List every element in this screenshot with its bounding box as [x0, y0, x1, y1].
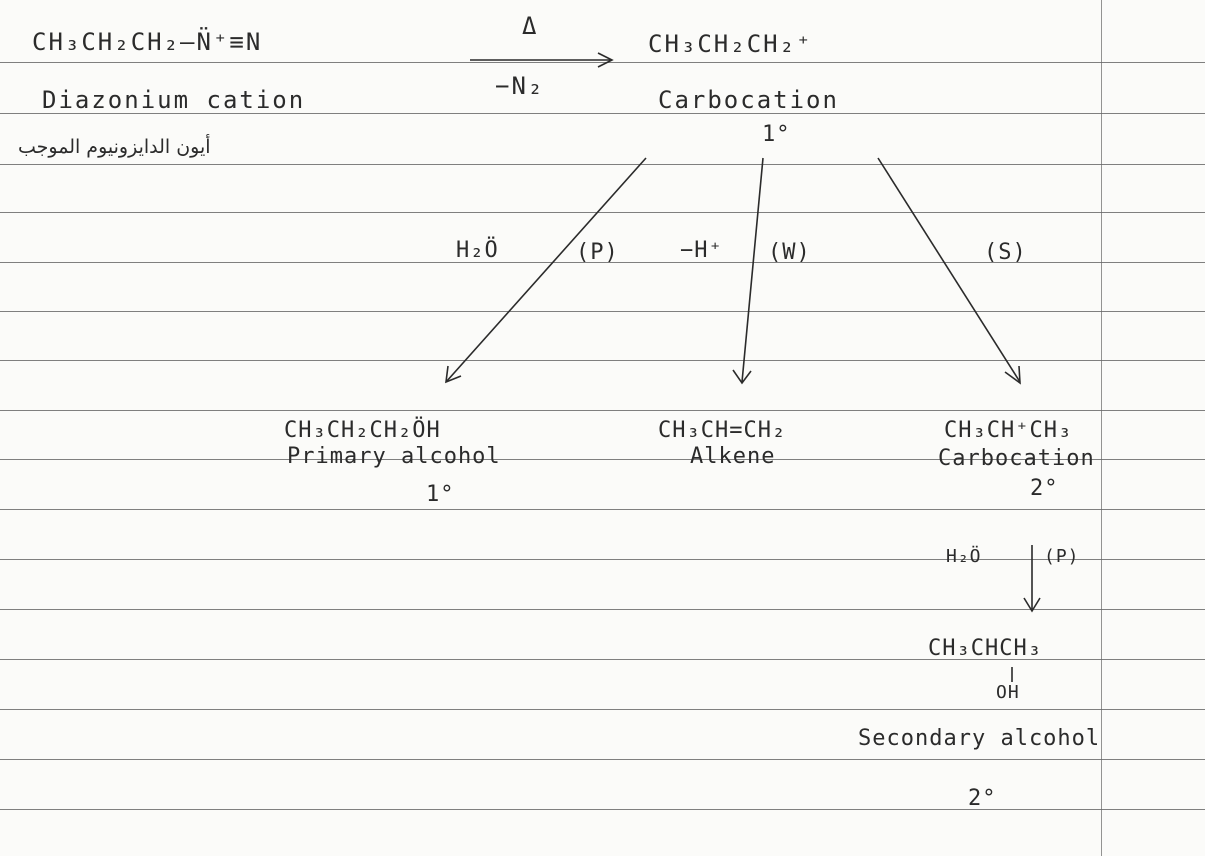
secondary-carbocation-degree: 2°: [1030, 476, 1059, 501]
left-branch-tag: (P): [576, 240, 619, 265]
ruled-line: [0, 659, 1205, 660]
ruled-line: [0, 509, 1205, 510]
left-branch-reagent: H₂Ö: [456, 238, 499, 263]
primary-alcohol-name: Primary alcohol: [287, 444, 501, 469]
diazonium-name: Diazonium cation: [42, 86, 306, 114]
final-step-reagent: H₂Ö: [946, 546, 982, 567]
ruled-line: [0, 212, 1205, 213]
middle-branch-reagent: −H⁺: [680, 238, 723, 263]
primary-alcohol-degree: 1°: [426, 482, 455, 507]
alkene-formula: CH₃CH=CH₂: [658, 418, 787, 443]
secondary-carbocation-name: Carbocation: [938, 446, 1095, 471]
ruled-line: [0, 113, 1205, 114]
ruled-line: [0, 809, 1205, 810]
secondary-alcohol-degree: 2°: [968, 786, 997, 811]
primary-alcohol-formula: CH₃CH₂CH₂ÖH: [284, 418, 441, 443]
arrow-top-label: Δ: [522, 12, 539, 40]
ruled-line: [0, 360, 1205, 361]
arrow-to-alkene: [732, 157, 764, 385]
secondary-alcohol-formula: CH₃CHCH₃: [928, 636, 1042, 661]
main-reaction-arrow: [470, 52, 614, 68]
arrow-to-primary-alcohol: [445, 157, 647, 384]
middle-branch-tag: (W): [768, 240, 811, 265]
secondary-alcohol-name: Secondary alcohol: [858, 726, 1101, 751]
secondary-carbocation-formula: CH₃CH⁺CH₃: [944, 418, 1073, 443]
ruled-line: [0, 609, 1205, 610]
margin-line: [1101, 0, 1102, 856]
primary-carbocation-degree: 1°: [762, 122, 791, 147]
right-branch-tag: (S): [984, 240, 1027, 265]
ruled-line: [0, 62, 1205, 63]
diazonium-formula: CH₃CH₂CH₂—N̈⁺≡N: [32, 28, 263, 56]
arrow-to-secondary-carbocation: [877, 157, 1021, 385]
ruled-line: [0, 709, 1205, 710]
hydroxyl-group: OH: [996, 682, 1020, 703]
alkene-name: Alkene: [690, 444, 776, 469]
ruled-line: [0, 559, 1205, 560]
ruled-line: [0, 311, 1205, 312]
final-step-tag: (P): [1044, 546, 1080, 567]
ruled-line: [0, 410, 1205, 411]
ruled-line: [0, 164, 1205, 165]
ruled-line: [0, 262, 1205, 263]
primary-carbocation-name: Carbocation: [658, 86, 839, 114]
arrow-to-secondary-alcohol: [1023, 545, 1041, 613]
diazonium-name-arabic: أيون الدايزونيوم الموجب: [18, 136, 211, 158]
ruled-line: [0, 759, 1205, 760]
arrow-bottom-label: −N₂: [495, 72, 545, 100]
ruled-line: [0, 459, 1205, 460]
primary-carbocation-formula: CH₃CH₂CH₂⁺: [648, 30, 813, 58]
